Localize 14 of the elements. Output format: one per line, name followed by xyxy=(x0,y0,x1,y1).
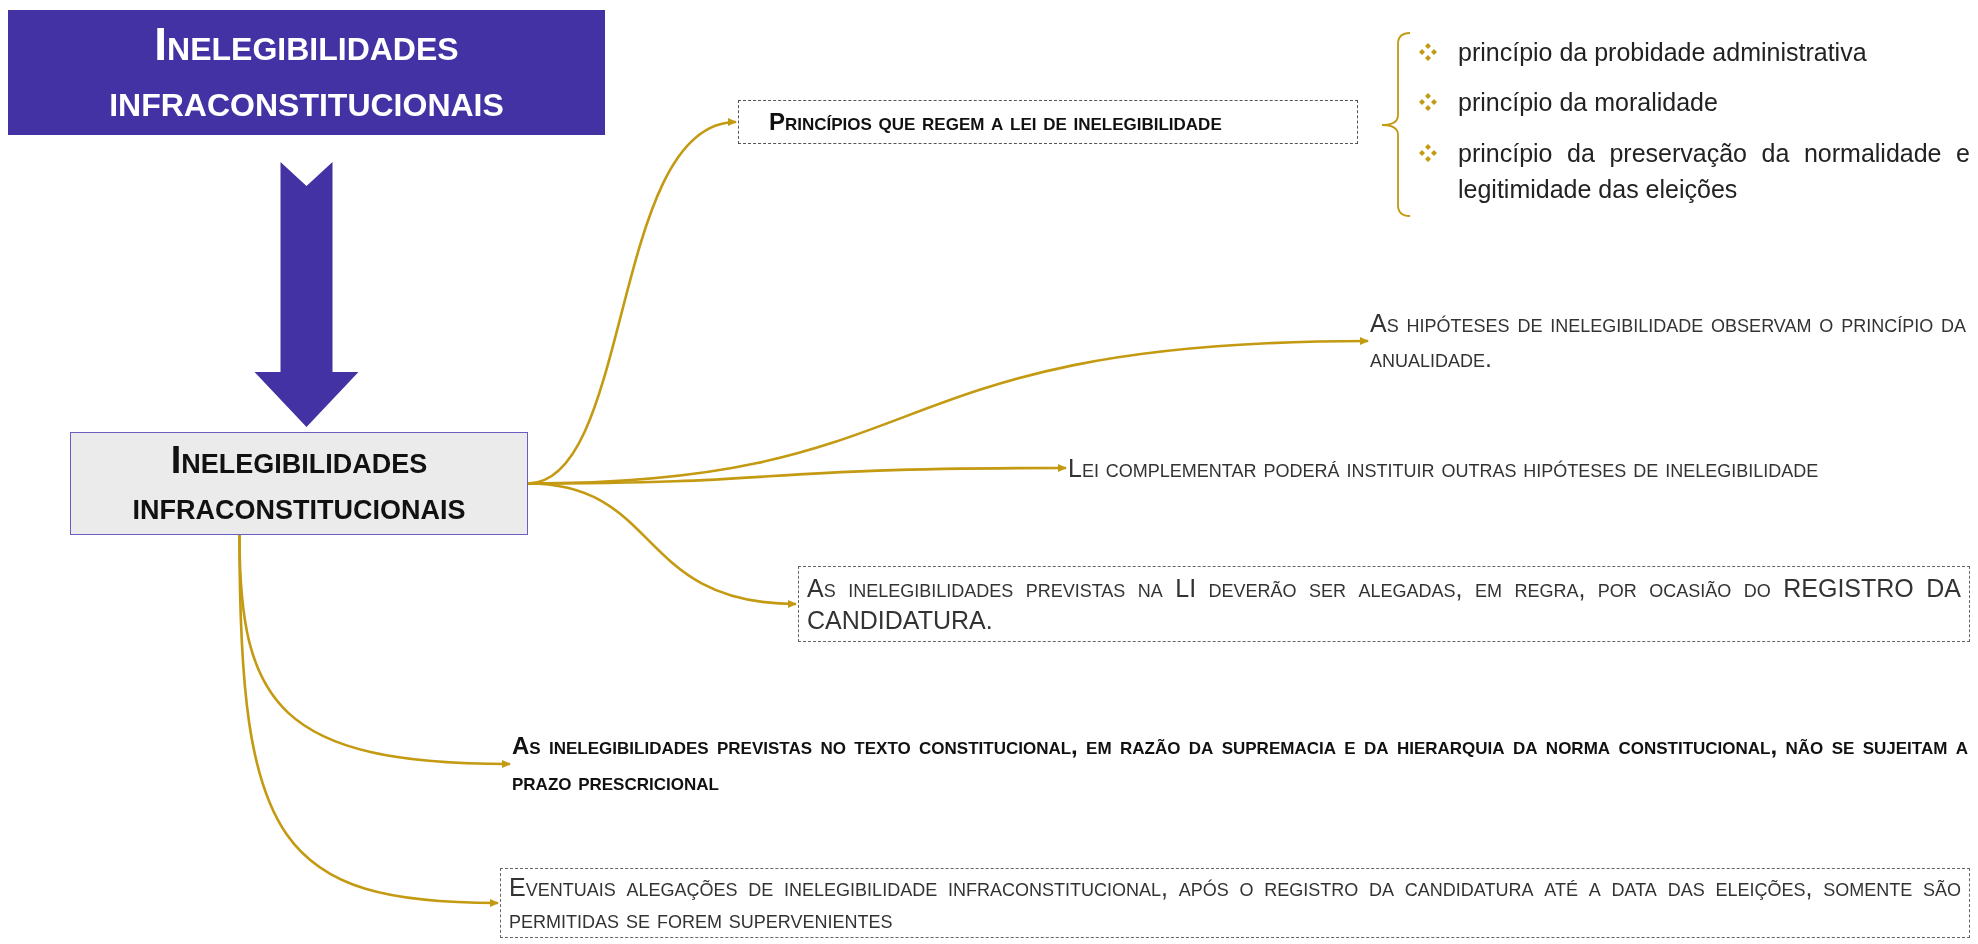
note-text: Lei complementar poderá instituir outras hipóteses de inelegibilidade xyxy=(1068,452,1928,484)
list-item: princípio da probidade administrativa xyxy=(1458,37,1868,68)
text-box: Inelegibilidades infraconstitucionais xyxy=(70,432,528,535)
text-box: As inelegibilidades previstas na LI deverão ser alegadas, em regra, por ocasião do REGISTRO DA CANDIDATURA. xyxy=(798,566,1970,642)
text-box: Eventuais alegações de inelegibilidade infraconstitucional, após o registro da candidatura até a data das eleições, somente são permitidas se forem supervenientes xyxy=(500,868,1970,938)
block-arrow xyxy=(254,162,359,427)
note-text: As inelegibilidades previstas no texto constitucional, em razão da supremacia e da hierarquia da norma constitucional, não se sujeitam a prazo prescricional xyxy=(512,730,1968,798)
list-item: princípio da moralidade xyxy=(1458,87,1719,119)
text-box: Inelegibilidades infraconstitucionais xyxy=(8,10,605,135)
text-box: Princípios que regem a lei de inelegibilidade xyxy=(738,100,1358,144)
arrow xyxy=(238,535,499,907)
list-item: princípio da preservação da normalidade e legitimidade das eleições xyxy=(1458,137,1970,205)
arrow xyxy=(527,482,797,608)
note-text: As hipóteses de inelegibilidade observam o princípio da anualidade. xyxy=(1370,306,1966,376)
